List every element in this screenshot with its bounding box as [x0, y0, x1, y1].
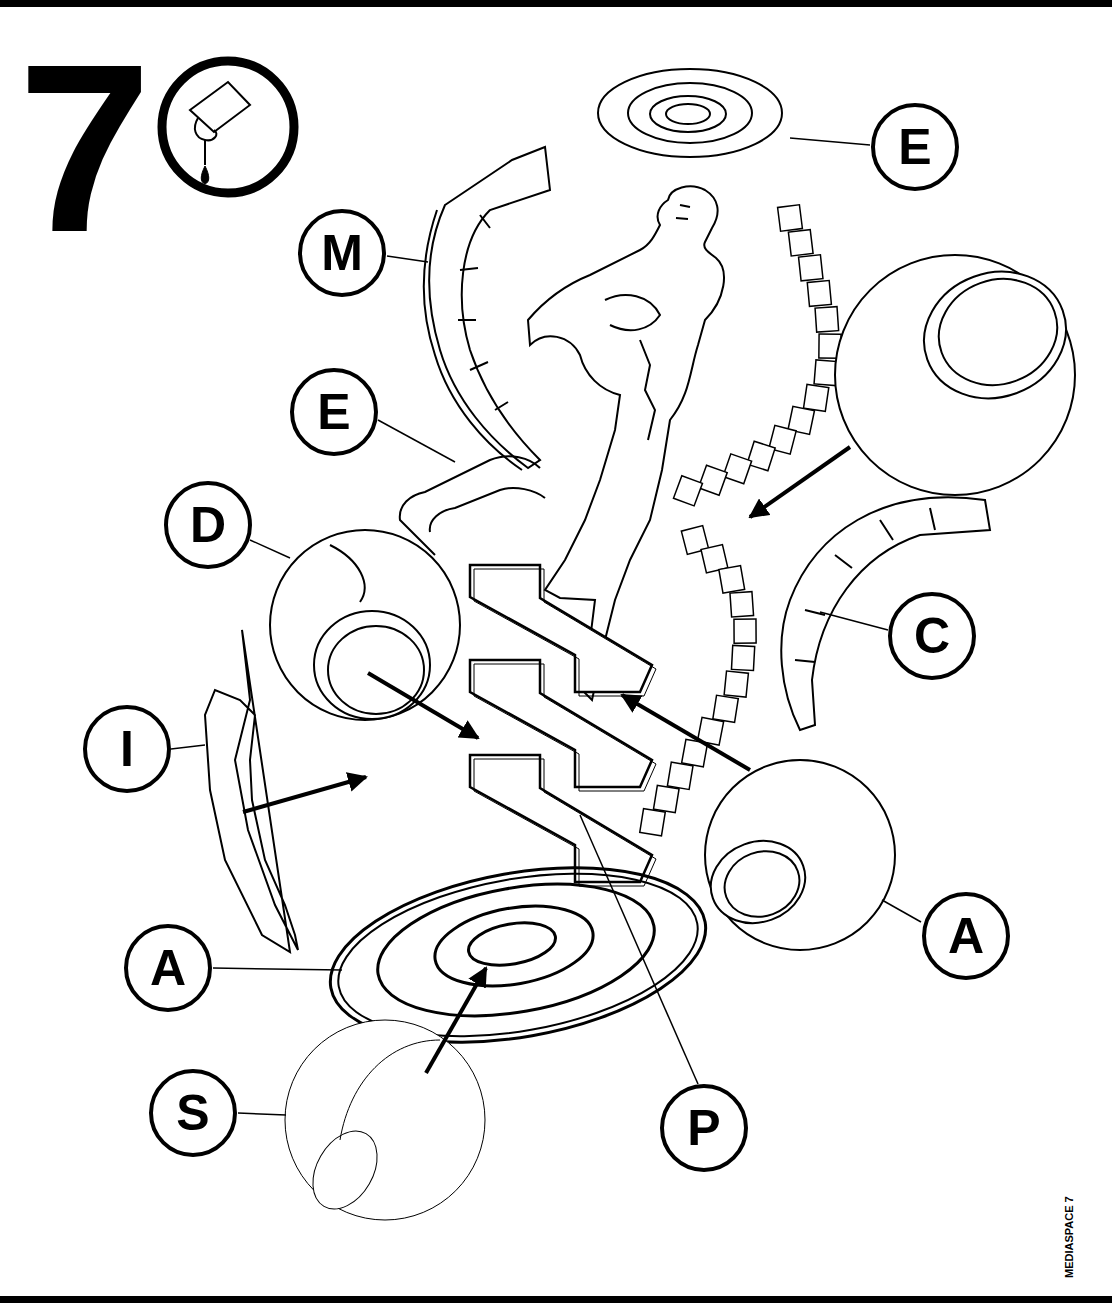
part-letter: S	[149, 1069, 237, 1157]
arch-part	[781, 497, 990, 730]
hinge-square	[788, 230, 813, 256]
hinge-square	[778, 205, 803, 232]
sphere-part	[270, 530, 460, 720]
sphere-part	[285, 1020, 485, 1220]
frame-bar	[0, 1296, 1112, 1303]
hinge-square	[713, 695, 738, 722]
hinge-square	[731, 645, 754, 670]
part-letter: E	[290, 368, 378, 456]
hinge-square	[799, 255, 823, 281]
page-code: MEDIASPACE 7	[1064, 1196, 1075, 1278]
hinge-square	[734, 619, 756, 643]
part-letter: A	[922, 892, 1010, 980]
seated-figure-part	[400, 456, 545, 555]
zigzag-part	[470, 565, 656, 886]
ring-part	[598, 69, 782, 157]
part-letter: C	[888, 592, 976, 680]
part-letter: P	[660, 1084, 748, 1172]
hinge-chain-part	[640, 205, 841, 836]
hinge-square	[807, 280, 831, 306]
step-number: 7	[18, 28, 145, 268]
arch-part	[424, 147, 550, 470]
zigzag-bar	[470, 755, 652, 882]
sphere-part	[835, 252, 1084, 495]
hinge-square	[815, 307, 839, 332]
hinge-square	[667, 762, 693, 789]
sphere-part	[699, 760, 895, 950]
hinge-square	[747, 441, 775, 471]
part-letter: E	[871, 103, 959, 191]
hinge-square	[719, 566, 745, 593]
hinge-square	[804, 384, 829, 411]
part-letter: D	[164, 481, 252, 569]
leader-line	[171, 138, 921, 1115]
part-letter: I	[83, 705, 171, 793]
side-panel-part	[205, 630, 298, 952]
hinge-square	[723, 454, 752, 484]
glue-icon	[162, 61, 294, 193]
hinge-square	[640, 809, 666, 836]
hinge-square	[724, 671, 748, 697]
part-letter: A	[124, 924, 212, 1012]
hinge-square	[653, 785, 679, 812]
hinge-square	[730, 592, 754, 617]
assembly-arrow	[243, 447, 850, 1073]
hinge-square	[673, 476, 702, 506]
hinge-square	[698, 465, 727, 495]
part-letter: M	[298, 209, 386, 297]
frame-bar	[0, 0, 1112, 7]
